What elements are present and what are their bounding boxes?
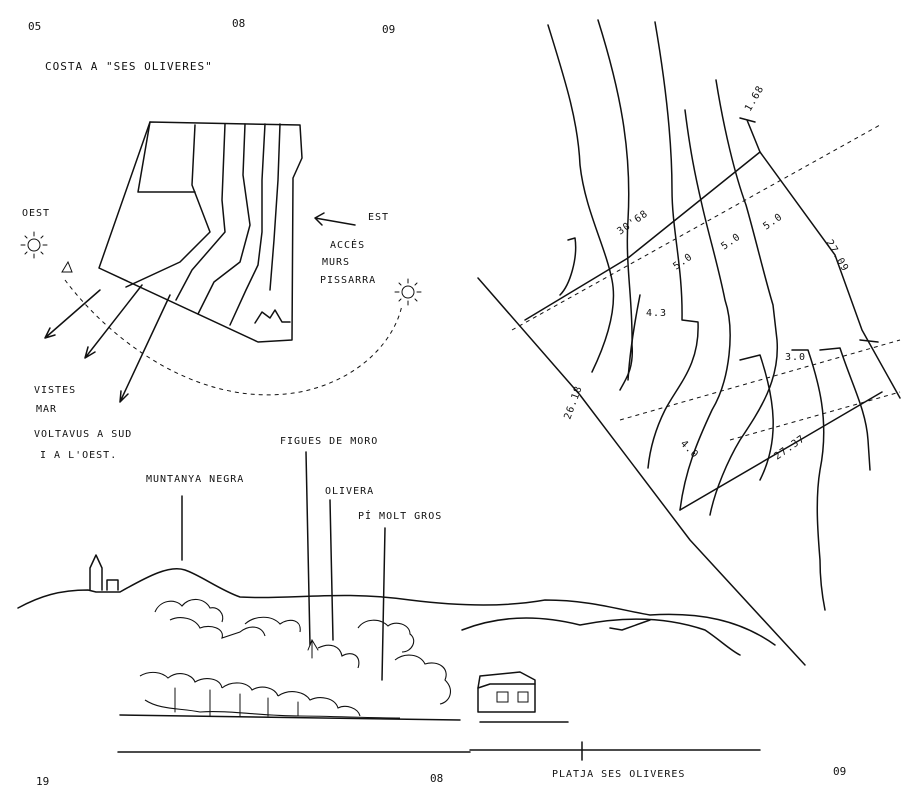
landscape-sketch <box>17 554 776 761</box>
east-sun-icon <box>394 278 422 306</box>
dim-diag: 26.18 <box>562 384 584 421</box>
triangle-marker-icon <box>61 260 73 273</box>
survey-plan <box>477 19 901 666</box>
west-label: OEST <box>22 208 50 219</box>
views-label-4: I A L'OEST. <box>40 450 117 461</box>
dim-bottom-right: 27.37 <box>772 433 807 462</box>
dim-mid-left: 4.3 <box>646 308 667 319</box>
dim-bottom: 4.0 <box>678 438 701 461</box>
access-label-3: PISSARRA <box>320 275 376 286</box>
label-olivera: OLIVERA <box>325 486 374 497</box>
label-figues: FIGUES DE MORO <box>280 436 378 447</box>
page-number-top-left: 05 <box>28 20 41 33</box>
plot-plan-sketch <box>98 121 303 343</box>
dim-right: 27.09 <box>823 238 850 274</box>
dim-left: 30'68 <box>615 208 650 237</box>
east-label: EST <box>368 212 389 223</box>
views-label-1: VISTES <box>34 385 76 396</box>
view-arrows <box>44 284 171 403</box>
dim-5b: 5.0 <box>719 231 743 252</box>
dim-small: 3.0 <box>785 352 806 363</box>
label-muntanya: MUNTANYA NEGRA <box>146 474 244 485</box>
page-number-top-mid: 08 <box>232 17 245 30</box>
page-number-top-right: 09 <box>382 23 395 36</box>
page-number-bottom-left: 19 <box>36 775 49 788</box>
leader-lines <box>181 451 386 681</box>
west-sun-icon <box>20 231 48 259</box>
dim-top: 1.68 <box>743 84 767 114</box>
page-number-bottom-mid: 08 <box>430 772 443 785</box>
sun-path-arc <box>64 279 403 396</box>
access-label-2: MURS <box>322 257 350 268</box>
page-number-bottom-right: 09 <box>833 765 846 778</box>
dim-5a: 5.0 <box>671 251 695 272</box>
access-label-1: ACCÉS <box>330 238 365 251</box>
dim-5c: 5.0 <box>761 211 785 232</box>
label-platja: PLATJA SES OLIVERES <box>552 769 685 780</box>
views-label-2: MAR <box>36 404 57 415</box>
sketch-title: COSTA A "SES OLIVERES" <box>45 60 213 73</box>
access-arrow <box>314 212 356 226</box>
views-label-3: VOLTAVUS A SUD <box>34 429 132 440</box>
label-pi: PÍ MOLT GROS <box>358 509 442 522</box>
